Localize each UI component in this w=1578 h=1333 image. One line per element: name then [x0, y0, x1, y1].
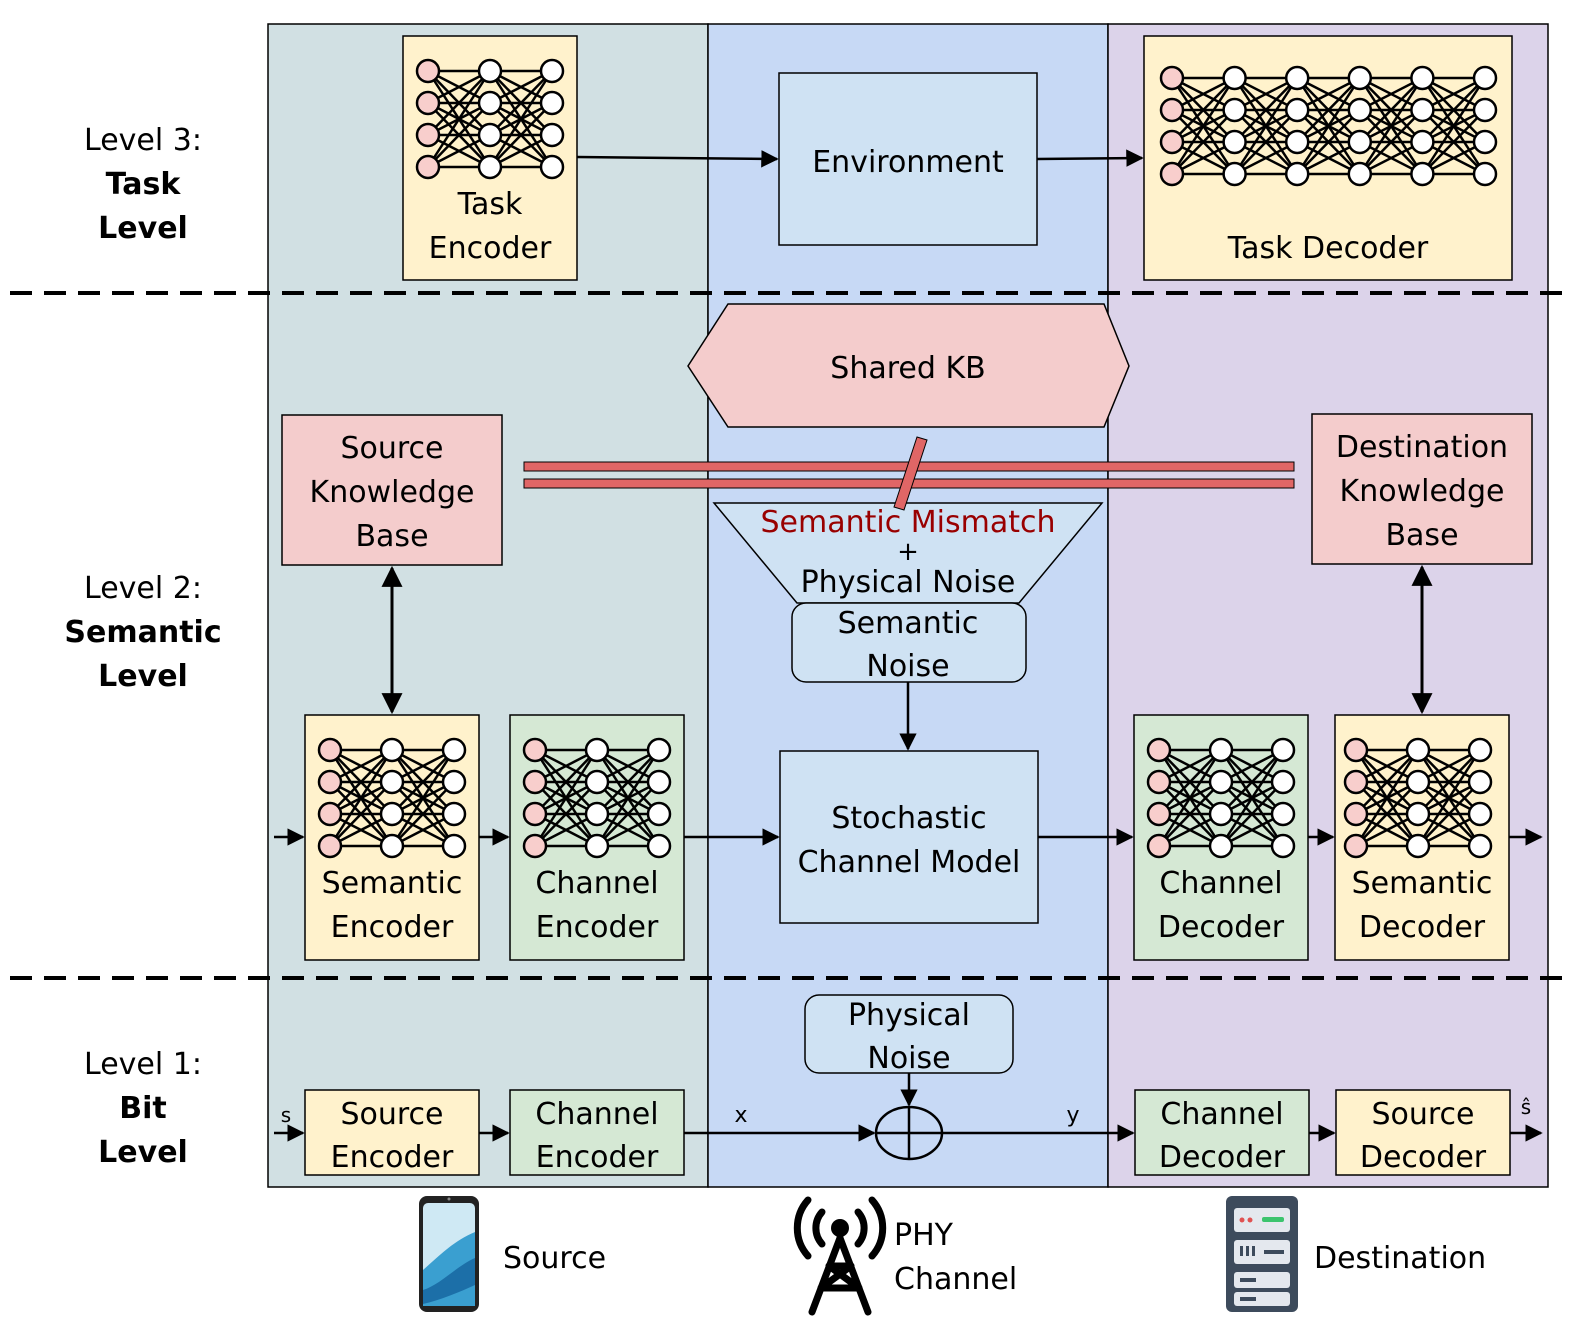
- signal-shat-label: ŝ: [1521, 1095, 1531, 1119]
- semantic-decoder-label: Decoder: [1359, 910, 1486, 945]
- svg-text:Level: Level: [98, 211, 188, 246]
- phy-channel-legend-label: PHY: [894, 1218, 954, 1253]
- neural-network-icon: [1159, 65, 1498, 187]
- level-2-label: Level 2: Semantic Level: [64, 571, 221, 694]
- signal-x-label: x: [734, 1103, 747, 1128]
- semantic-encoder-label: Encoder: [331, 910, 454, 945]
- mismatch-funnel: [712, 502, 1104, 604]
- plus-sign: +: [897, 537, 919, 567]
- environment-label: Environment: [812, 145, 1004, 180]
- antenna-tower-icon: [793, 1196, 887, 1316]
- level-3-label: Level 3: Task Level: [84, 123, 202, 246]
- source-kb-label: Source: [340, 431, 443, 466]
- task-arrow: [576, 150, 779, 168]
- channel-decoder-label: Channel: [1160, 1097, 1283, 1132]
- svg-text:Level 3:: Level 3:: [84, 123, 202, 158]
- channel-encoder-label: Channel: [535, 1097, 658, 1132]
- svg-text:Level: Level: [98, 1135, 188, 1170]
- phy-channel-legend-label: Channel: [894, 1262, 1017, 1297]
- svg-text:Semantic: Semantic: [64, 615, 221, 650]
- stochastic-channel-label: Channel Model: [798, 845, 1021, 880]
- signal-s-label: s: [281, 1103, 291, 1127]
- semantic-encoder-label: Semantic: [322, 866, 463, 901]
- stochastic-channel-model-box: [779, 750, 1039, 924]
- svg-text:Bit: Bit: [119, 1091, 167, 1126]
- channel-encoder-label: Encoder: [536, 1140, 659, 1175]
- svg-text:Level: Level: [98, 659, 188, 694]
- svg-text:Task: Task: [106, 167, 182, 202]
- shared-kb-hexagon: [687, 303, 1130, 428]
- smartphone-icon: [419, 1196, 479, 1312]
- source-encoder-label: Source: [340, 1097, 443, 1132]
- channel-encoder-label: Encoder: [536, 910, 659, 945]
- adder-icon: [874, 1105, 944, 1161]
- channel-encoder-label: Channel: [535, 866, 658, 901]
- channel-decoder-label: Decoder: [1159, 1140, 1286, 1175]
- physical-noise-label: Physical: [848, 998, 970, 1033]
- task-decoder-label: Task Decoder: [1227, 231, 1429, 266]
- bit-channel-encoder-box: [509, 1089, 685, 1176]
- neural-network-icon: [1343, 737, 1493, 859]
- task-encoder-label: Task: [457, 187, 523, 222]
- task-arrow: [1036, 149, 1144, 167]
- neural-network-icon: [317, 737, 467, 859]
- neural-network-icon: [415, 58, 565, 180]
- semantic-decoder-label: Semantic: [1352, 866, 1493, 901]
- shared-kb-label: Shared KB: [830, 351, 985, 386]
- level-1-label: Level 1: Bit Level: [84, 1047, 202, 1170]
- semantic-mismatch-label: Semantic Mismatch: [761, 505, 1056, 540]
- source-knowledge-base-box: [281, 414, 503, 566]
- task-encoder-label: Encoder: [429, 231, 552, 266]
- physical-noise-label: Physical Noise: [801, 565, 1016, 600]
- source-kb-label: Base: [355, 519, 428, 554]
- semantic-noise-label: Noise: [866, 649, 949, 684]
- source-legend-label: Source: [503, 1241, 606, 1276]
- channel-decoder-label: Decoder: [1158, 910, 1285, 945]
- source-kb-label: Knowledge: [310, 475, 475, 510]
- destination-knowledge-base-box: [1311, 413, 1533, 565]
- source-decoder-label: Decoder: [1360, 1140, 1487, 1175]
- neural-network-icon: [522, 737, 672, 859]
- server-rack-icon: [1226, 1196, 1298, 1312]
- source-encoder-label: Encoder: [331, 1140, 454, 1175]
- destination-kb-label: Destination: [1336, 430, 1508, 465]
- physical-noise-label: Noise: [867, 1041, 950, 1076]
- destination-kb-label: Knowledge: [1340, 474, 1505, 509]
- environment-box: [778, 72, 1038, 246]
- svg-text:Level 1:: Level 1:: [84, 1047, 202, 1082]
- source-decoder-label: Source: [1371, 1097, 1474, 1132]
- channel-decoder-label: Channel: [1159, 866, 1282, 901]
- destination-kb-label: Base: [1385, 518, 1458, 553]
- stochastic-channel-label: Stochastic: [831, 801, 986, 836]
- signal-y-label: y: [1066, 1103, 1079, 1128]
- destination-legend-label: Destination: [1314, 1241, 1486, 1276]
- svg-text:Level 2:: Level 2:: [84, 571, 202, 606]
- neural-network-icon: [1146, 737, 1296, 859]
- semantic-noise-label: Semantic: [838, 606, 979, 641]
- mismatch-break-mark: [893, 436, 928, 511]
- bit-channel-decoder-box: [1134, 1089, 1310, 1176]
